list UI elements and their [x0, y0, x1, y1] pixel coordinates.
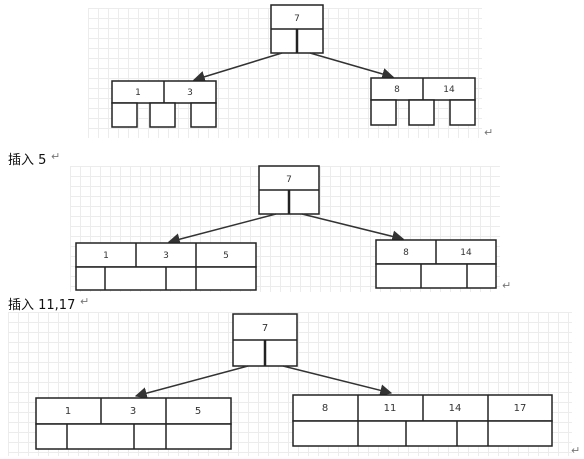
figure-2-left-key-1: 1 — [103, 251, 109, 261]
figure-1-edge-left — [192, 52, 283, 83]
figure-1-edge-right — [309, 52, 395, 80]
figure-3-edge-right — [282, 365, 393, 397]
figure-3-left-key-3: 5 — [195, 406, 201, 417]
figure-3-root-key: 7 — [262, 323, 268, 334]
figure-2-edge-right — [301, 213, 405, 243]
figure-2-left-key-2: 3 — [163, 251, 169, 261]
figure-2-root-node: 7 — [258, 165, 320, 215]
figure-1-left-key-2: 3 — [187, 88, 193, 98]
figure-2-right-node: 8 14 — [375, 239, 497, 289]
figure-1-root-key: 7 — [294, 14, 300, 24]
figure-2-right-key-2: 14 — [460, 248, 472, 258]
figure-1-left-node: 1 3 — [111, 80, 217, 128]
figure-3-right-key-2: 11 — [384, 403, 397, 414]
figure-2-root-key: 7 — [286, 175, 292, 185]
figure-2-edge-left — [167, 213, 277, 246]
paragraph-mark-5: ↵ — [571, 444, 581, 457]
paragraph-mark-3: ↵ — [502, 279, 512, 292]
figure-1-right-node: 8 14 — [370, 77, 476, 126]
figure-3-left-node: 1 3 5 — [35, 397, 232, 450]
figure-1-right-key-2: 14 — [443, 85, 455, 95]
figure-1-root-node: 7 — [270, 4, 324, 54]
figure-3-root-node: 7 — [232, 313, 298, 367]
figure-3-left-key-1: 1 — [65, 406, 71, 417]
figure-2-left-key-3: 5 — [223, 251, 229, 261]
paragraph-mark-2: ↵ — [51, 150, 61, 163]
figure-3-right-key-4: 17 — [514, 403, 527, 414]
figure-3-right-key-1: 8 — [322, 403, 328, 414]
figure-1-left-key-1: 1 — [135, 88, 141, 98]
figure-3-edge-left — [134, 365, 249, 400]
figure-3-right-node: 8 11 14 17 — [292, 394, 553, 447]
caption-insert-5: 插入 5 — [8, 153, 47, 168]
figure-3-left-key-2: 3 — [130, 406, 136, 417]
figure-1-right-key-1: 8 — [394, 85, 400, 95]
caption-insert-11-17: 插入 11,17 — [8, 298, 76, 313]
figure-2-left-node: 1 3 5 — [75, 242, 257, 291]
figure-3-right-key-3: 14 — [449, 403, 462, 414]
figure-2-right-key-1: 8 — [403, 248, 409, 258]
paragraph-mark-4: ↵ — [80, 295, 90, 308]
paragraph-mark-1: ↵ — [484, 126, 494, 139]
